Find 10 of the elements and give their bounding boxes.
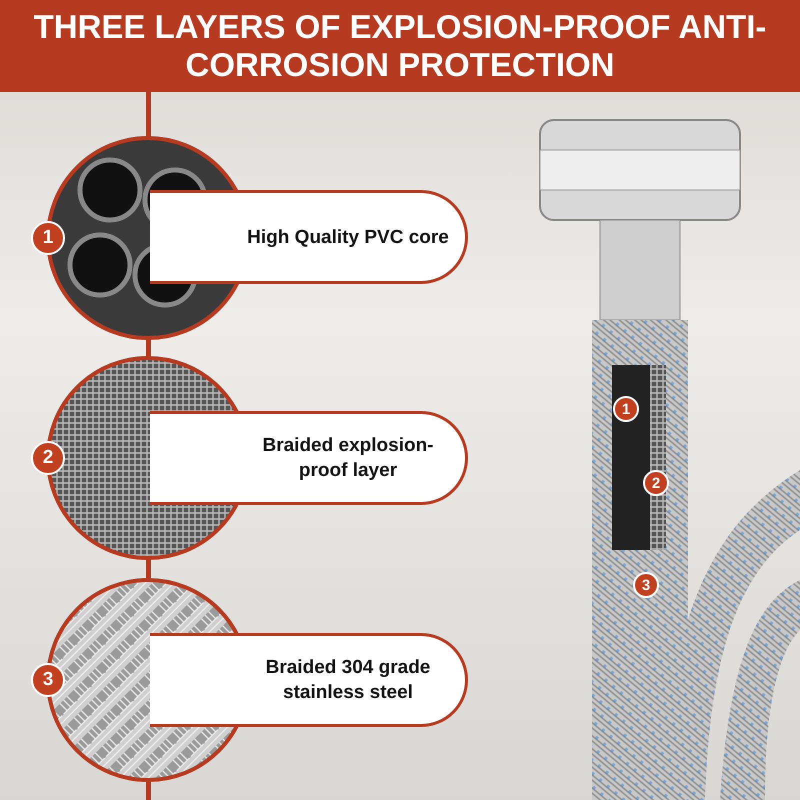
label-card — [150, 633, 468, 727]
number-badge: 1 — [31, 221, 65, 255]
layer-description: Braided 304 grade stainless steel — [264, 656, 432, 705]
number-badge: 2 — [31, 441, 65, 475]
label-card — [150, 411, 468, 505]
title: THREE LAYERS OF EXPLOSION-PROOF ANTI-CORROSION PROTECTION — [32, 8, 768, 84]
layer-description: Braided explosion-proof layer — [261, 434, 435, 483]
layer-description: High Quality PVC core — [246, 226, 450, 250]
label-card — [150, 190, 468, 284]
number-badge: 3 — [31, 663, 65, 697]
